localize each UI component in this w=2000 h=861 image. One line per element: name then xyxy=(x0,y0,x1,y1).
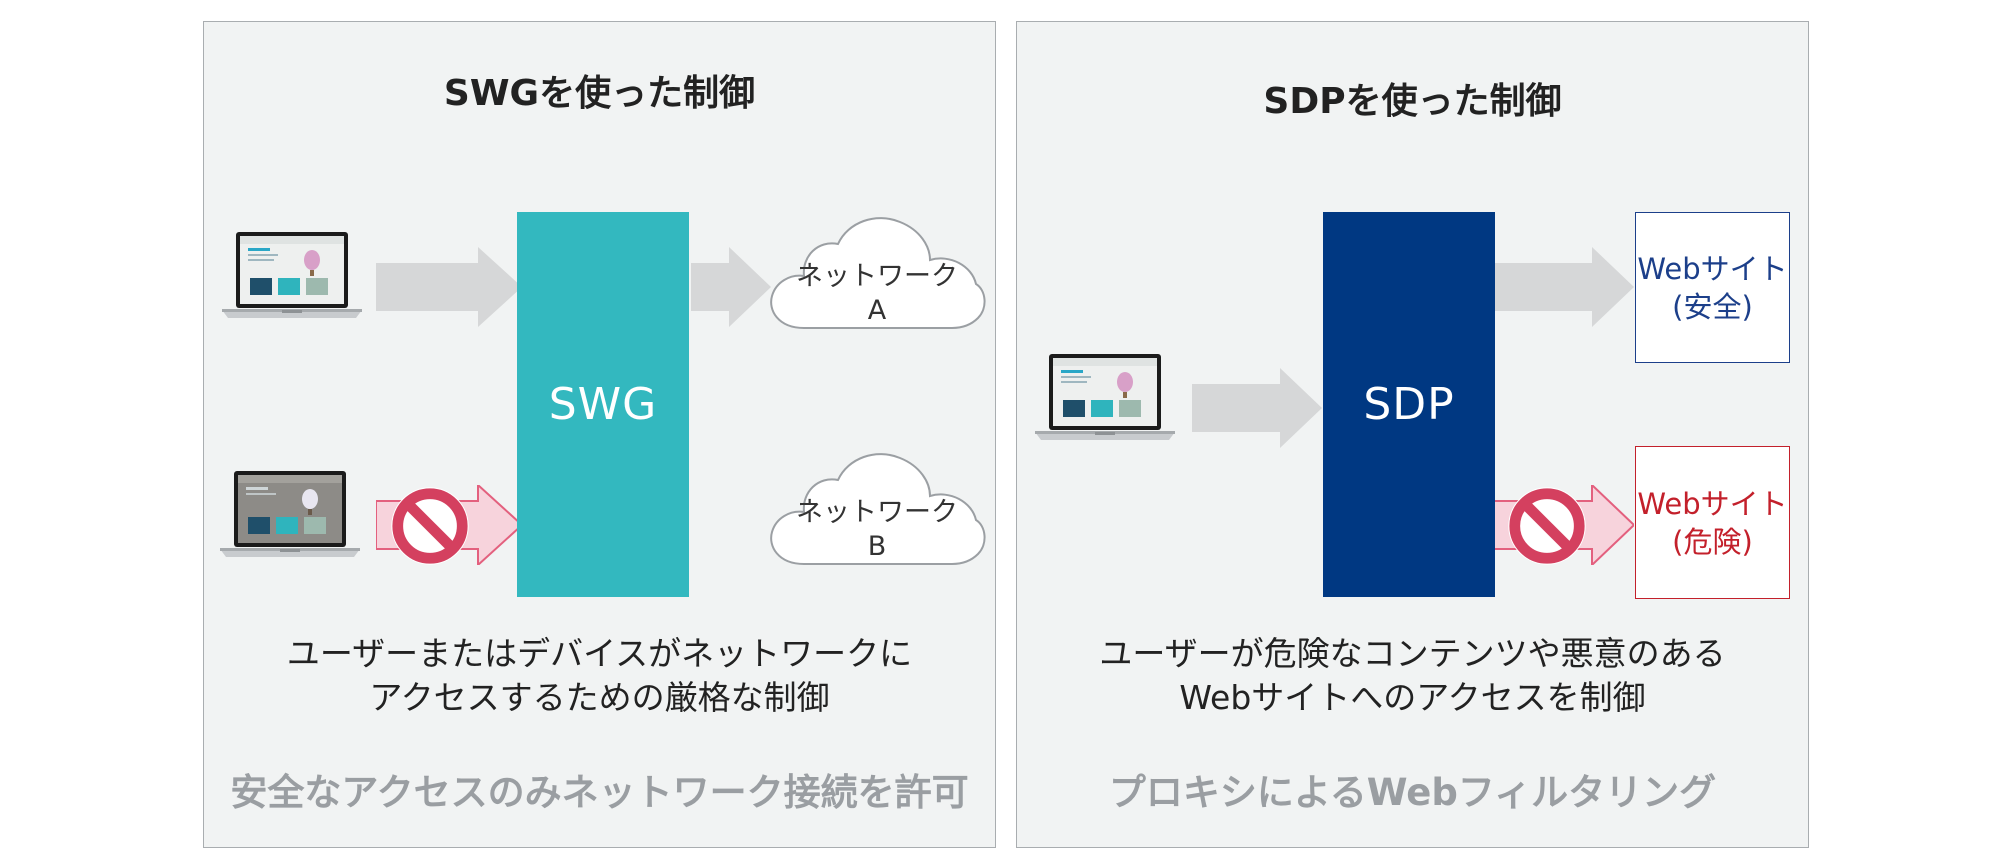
network-b-cloud: ネットワーク B xyxy=(764,446,990,572)
sdp-description-line-2: Webサイトへのアクセスを制御 xyxy=(1179,678,1646,717)
laptop-icon xyxy=(1035,352,1175,452)
arrow-laptop-to-swg xyxy=(376,247,522,327)
swg-footer: 安全なアクセスのみネットワーク接続を許可 xyxy=(230,771,969,814)
danger-site-label: Webサイト xyxy=(1637,486,1788,521)
swg-panel-title: SWGを使った制御 xyxy=(443,73,756,114)
prohibited-icon xyxy=(387,483,473,569)
danger-site-status: (危険) xyxy=(1672,524,1753,559)
arrow-laptop-to-sdp xyxy=(1192,368,1322,448)
network-b-letter: B xyxy=(867,531,887,562)
network-a-cloud: ネットワーク A xyxy=(764,210,990,336)
sdp-panel-title: SDPを使った制御 xyxy=(1263,81,1562,122)
arrow-sdp-to-safe-site xyxy=(1494,247,1634,327)
laptop-allowed-icon xyxy=(222,230,362,330)
sdp-description: ユーザーが危険なコンテンツや悪意のある Webサイトへのアクセスを制御 xyxy=(1017,632,1808,720)
sdp-footer: プロキシによるWebフィルタリング xyxy=(1108,771,1717,814)
safe-site-status: (安全) xyxy=(1672,289,1753,324)
sdp-description-line-1: ユーザーが危険なコンテンツや悪意のある xyxy=(1099,634,1726,673)
swg-description-line-1: ユーザーまたはデバイスがネットワークに xyxy=(286,634,913,673)
safe-site-box: Webサイト (安全) xyxy=(1635,212,1790,363)
sdp-panel: SDPを使った制御 SDP Webサイト (安全) Webサイト (危険) ユー… xyxy=(1016,21,1809,848)
arrow-swg-to-network-a xyxy=(691,247,771,327)
sdp-box-label: SDP xyxy=(1363,379,1455,430)
swg-box-label: SWG xyxy=(548,379,658,430)
sdp-box: SDP xyxy=(1323,212,1495,597)
network-a-letter: A xyxy=(867,295,887,326)
safe-site-label: Webサイト xyxy=(1637,251,1788,286)
swg-panel: SWGを使った制御 SWG ネットワーク A ネットワーク B xyxy=(203,21,996,848)
laptop-blocked-icon xyxy=(220,469,360,569)
danger-site-box: Webサイト (危険) xyxy=(1635,446,1790,599)
network-b-label: ネットワーク xyxy=(796,497,958,528)
swg-description: ユーザーまたはデバイスがネットワークに アクセスするための厳格な制御 xyxy=(204,632,995,720)
network-a-label: ネットワーク xyxy=(796,261,958,292)
swg-box: SWG xyxy=(517,212,689,597)
prohibited-icon xyxy=(1504,483,1590,569)
swg-description-line-2: アクセスするための厳格な制御 xyxy=(369,678,830,717)
